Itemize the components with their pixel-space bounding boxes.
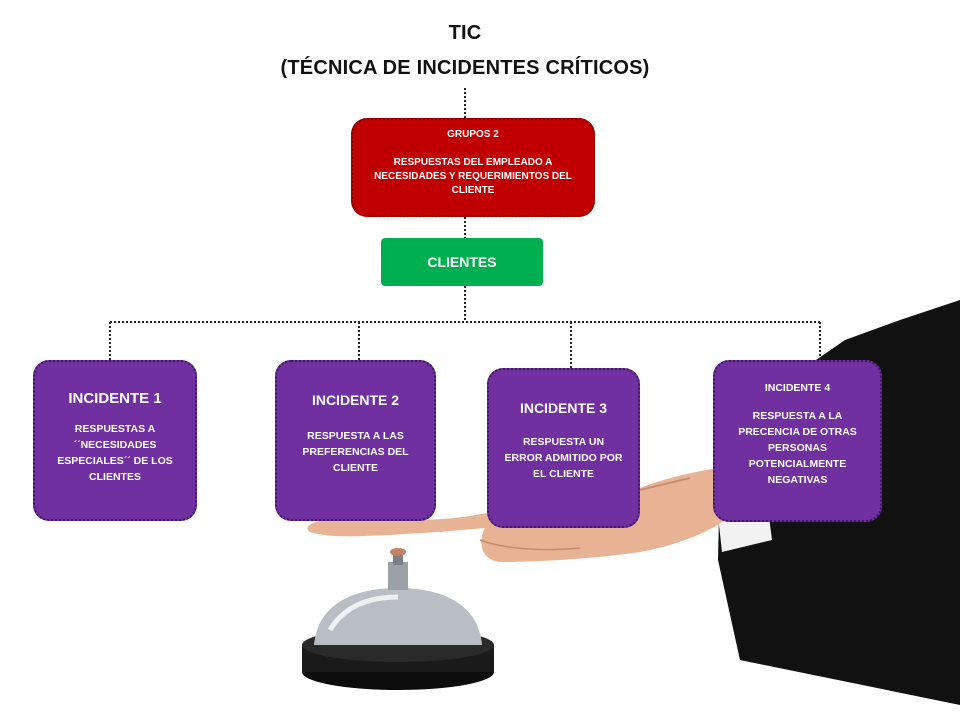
clientes-node: CLIENTES xyxy=(381,238,543,286)
grupos-node: GRUPOS 2 RESPUESTAS DEL EMPLEADO A NECES… xyxy=(351,118,595,217)
grupos-label: GRUPOS 2 xyxy=(447,129,499,140)
incident-4-node: INCIDENTE 4 RESPUESTA A LA PRECENCIA DE … xyxy=(713,360,882,522)
incident-4-description: RESPUESTA A LA PRECENCIA DE OTRAS PERSON… xyxy=(738,410,857,486)
diagram-title: TIC xyxy=(448,22,482,44)
incident-2-node: INCIDENTE 2 RESPUESTA A LAS PREFERENCIAS… xyxy=(275,360,436,521)
incident-1-description: RESPUESTAS A ´´NECESIDADES ESPECIALES´´ … xyxy=(57,423,173,483)
incident-3-node: INCIDENTE 3 RESPUESTA UN ERROR ADMITIDO … xyxy=(487,368,640,528)
incident-2-description: RESPUESTA A LAS PREFERENCIAS DEL CLIENTE xyxy=(302,430,409,474)
grupos-description: RESPUESTAS DEL EMPLEADO A NECESIDADES Y … xyxy=(374,157,572,196)
diagram-subtitle: (TÉCNICA DE INCIDENTES CRÍTICOS) xyxy=(280,57,650,79)
service-bell-icon xyxy=(302,548,494,690)
incident-2-title: INCIDENTE 2 xyxy=(311,392,400,408)
incident-4-title: INCIDENTE 4 xyxy=(764,382,831,394)
incident-3-title: INCIDENTE 3 xyxy=(519,400,608,416)
incident-1-title: INCIDENTE 1 xyxy=(68,390,162,407)
clientes-label: CLIENTES xyxy=(427,254,497,270)
incident-3-description: RESPUESTA UN ERROR ADMITIDO POR EL CLIEN… xyxy=(504,436,623,480)
incident-1-node: INCIDENTE 1 RESPUESTAS A ´´NECESIDADES E… xyxy=(33,360,197,521)
